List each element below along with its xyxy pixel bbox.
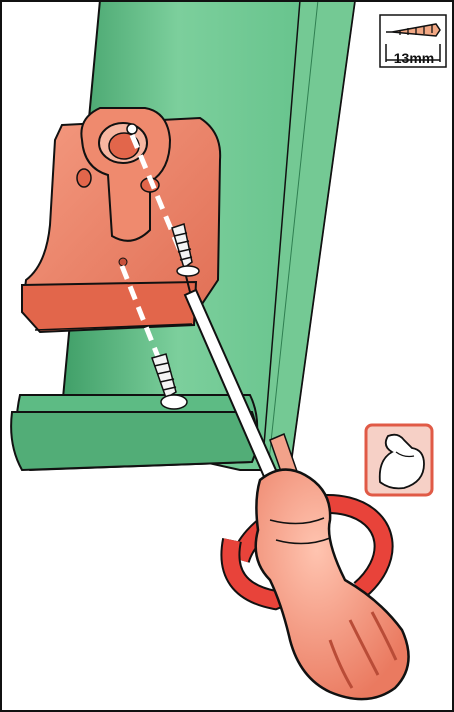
flexed-arm-strength-icon — [366, 425, 432, 495]
screw-length-label: 13mm — [388, 50, 440, 66]
green-board-lower — [11, 395, 257, 470]
